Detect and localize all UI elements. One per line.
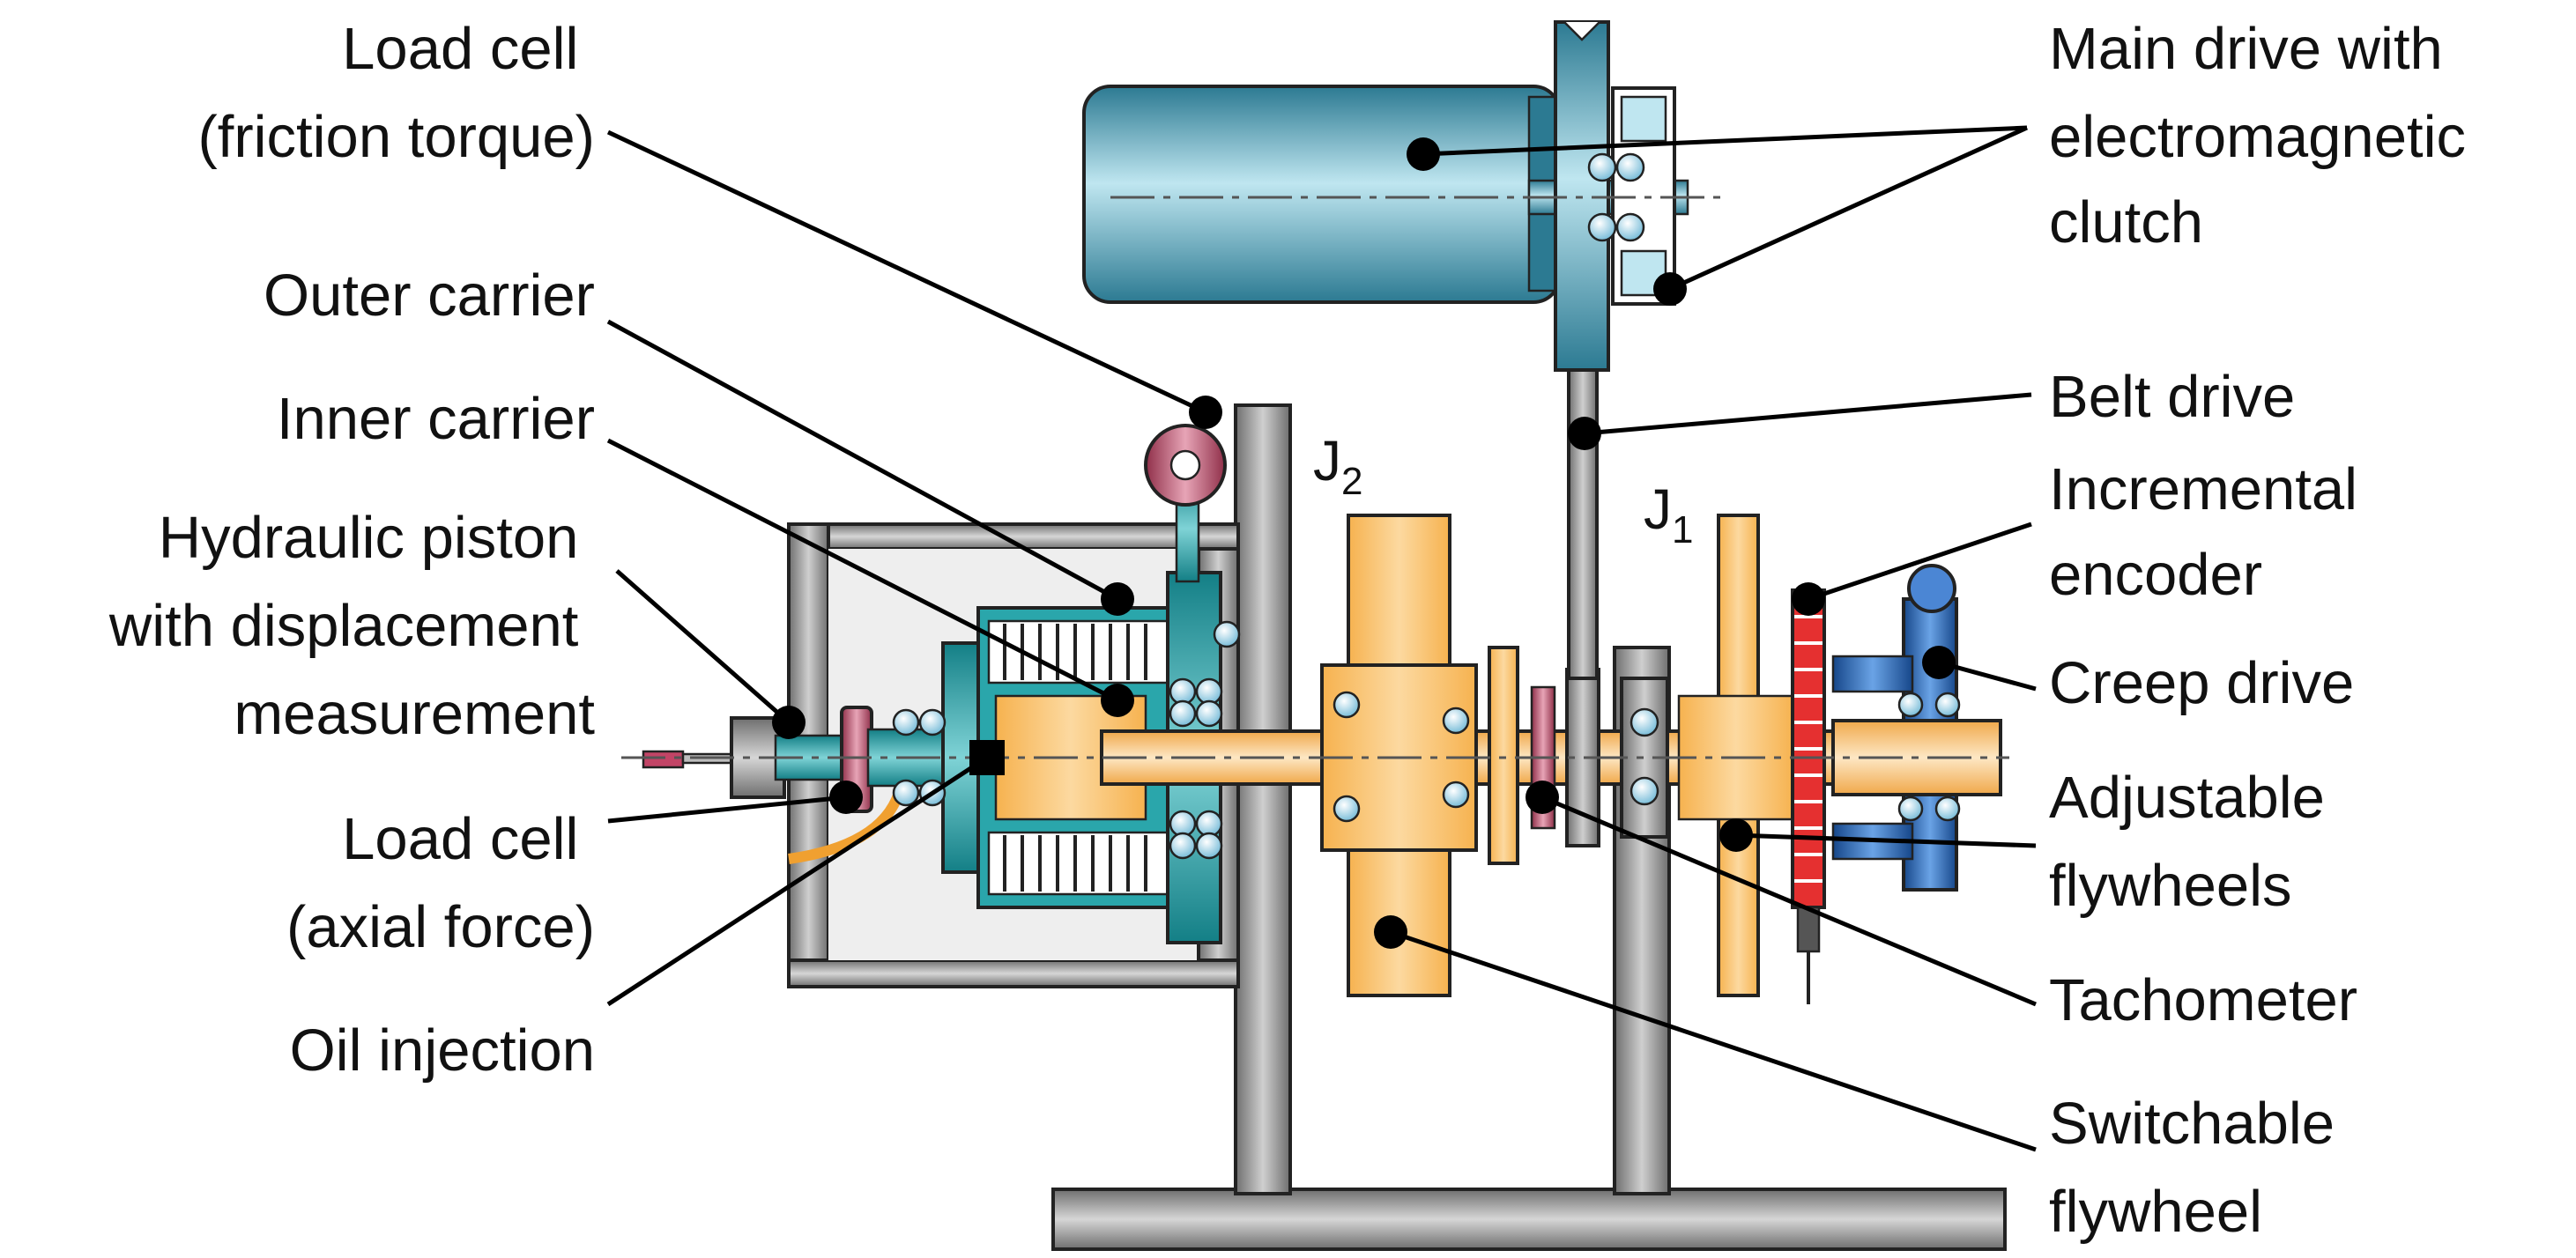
dot-adjustable-flywheels [1719,818,1753,852]
label-switchable-flywheel: Switchable flywheel [2049,1091,2351,1245]
label-adjustable-flywheels: Adjustable flywheels [2049,765,2342,919]
test-rig-machine [621,20,2009,1251]
symbol-j2: J2 [1313,429,1362,503]
label-belt-drive: Belt drive [2049,364,2295,430]
dot-tachometer [1526,781,1559,814]
dot-incremental-encoder [1792,582,1825,616]
dot-main-drive-motor [1407,137,1440,171]
left-pedestal [1234,403,1292,1195]
encoder-disc [1791,588,1826,1004]
dot-creep-drive [1922,646,1956,679]
dot-outer-carrier [1101,582,1134,616]
label-oil-injection: Oil injection [290,1018,595,1084]
label-load-cell-axial: Load cell (axial force) [286,806,595,960]
leader-dots [772,137,1956,949]
label-creep-drive: Creep drive [2049,650,2354,716]
label-incremental-encoder: Incremental encoder [2049,456,2374,608]
dot-load-cell-friction [1189,396,1222,429]
base-plate [1051,1188,2007,1251]
labels-left: Load cell (friction torque) Outer carrie… [108,16,596,1084]
adjustable-flywheels-part [1677,514,1795,997]
friction-load-cell-part [1144,424,1227,583]
label-hydraulic-piston: Hydraulic piston with displacement measu… [108,505,596,747]
label-load-cell-friction: Load cell (friction torque) [197,16,595,170]
leader-lines [606,125,2037,1152]
dot-inner-carrier [1101,684,1134,717]
dot-hydraulic-piston [772,706,805,739]
label-main-drive: Main drive with electromagnetic clutch [2049,16,2483,255]
label-outer-carrier: Outer carrier [264,263,595,329]
symbol-j1: J1 [1644,477,1693,551]
clutch-plates [1003,624,1147,892]
dot-oil-injection [969,740,1005,775]
belt [1567,368,1599,680]
dot-belt-drive [1568,417,1601,450]
label-tachometer: Tachometer [2049,967,2357,1033]
dot-switchable-flywheel [1374,915,1407,949]
bearings-left [892,620,1241,860]
dot-main-drive-clutch [1653,272,1687,306]
dot-load-cell-axial [829,781,863,814]
label-inner-carrier: Inner carrier [277,386,595,452]
main-drive-motor [1082,85,1562,304]
labels-right: Main drive with electromagnetic clutch B… [2049,16,2483,1245]
